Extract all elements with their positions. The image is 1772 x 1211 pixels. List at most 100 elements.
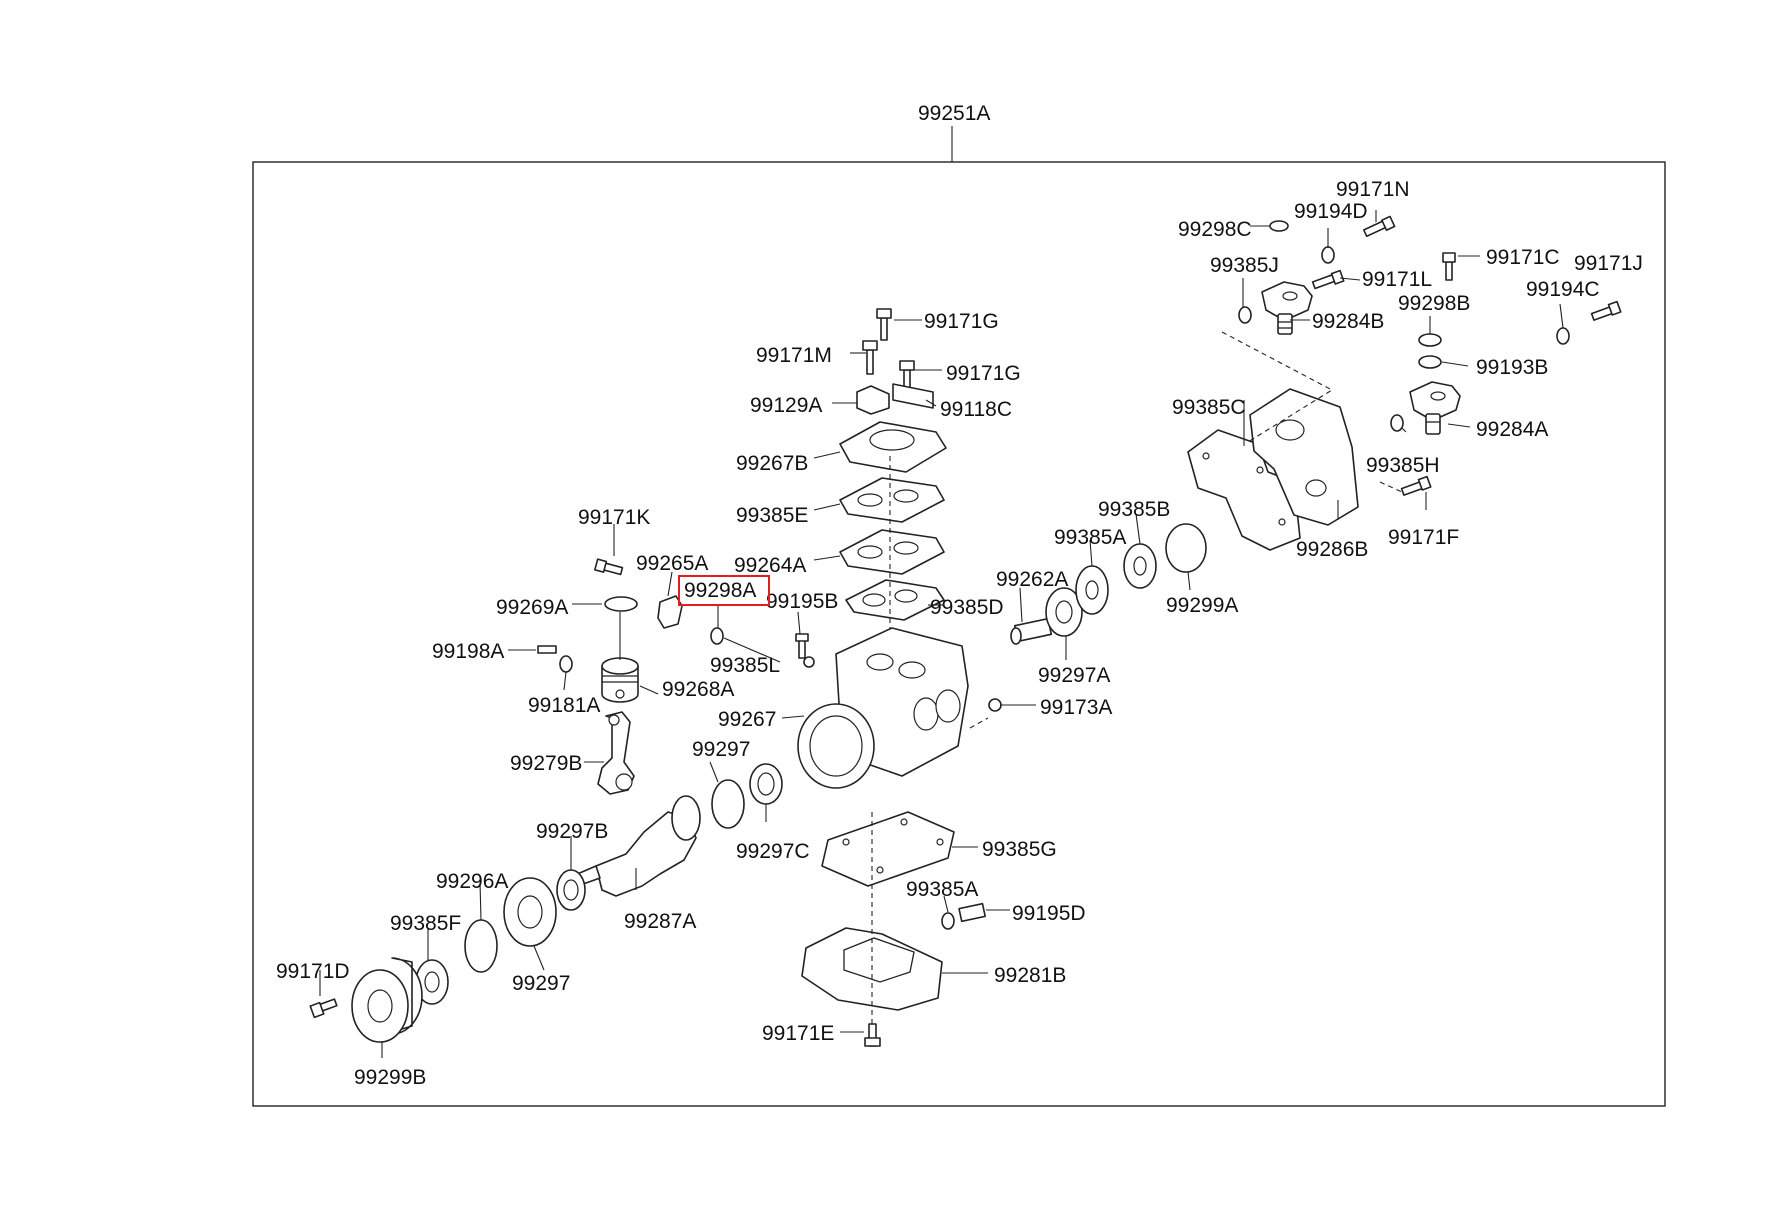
- label-99297B[interactable]: 99297B: [536, 820, 608, 843]
- gasket-99385E-hole-1: [857, 493, 883, 507]
- bolt-99171L: [1311, 269, 1345, 290]
- label-99171D[interactable]: 99171D: [276, 960, 350, 983]
- label-99171J[interactable]: 99171J: [1574, 252, 1643, 275]
- label-99296A[interactable]: 99296A: [436, 870, 508, 893]
- gasket-99385G-hole-3: [936, 838, 944, 846]
- head-99286B-port-2: [1305, 479, 1327, 497]
- label-99385G[interactable]: 99385G: [982, 838, 1057, 861]
- label-99194C[interactable]: 99194C: [1526, 278, 1600, 301]
- leader-lines: [319, 210, 1564, 1058]
- label-99279B[interactable]: 99279B: [510, 752, 582, 775]
- label-99264A[interactable]: 99264A: [734, 554, 806, 577]
- valve-plate-99264A-hole-2: [893, 541, 919, 555]
- bolt-99171G-top: [876, 308, 892, 341]
- label-99195D[interactable]: 99195D: [1012, 902, 1086, 925]
- label-99193B[interactable]: 99193B: [1476, 356, 1548, 379]
- label-99286B[interactable]: 99286B: [1296, 538, 1368, 561]
- crankcase-99267-bore-inner: [809, 715, 863, 777]
- label-99198A[interactable]: 99198A: [432, 640, 504, 663]
- label-99171E[interactable]: 99171E: [762, 1022, 834, 1045]
- label-99298C[interactable]: 99298C: [1178, 218, 1252, 241]
- oring-99385L: [803, 656, 815, 668]
- label-99297-bot[interactable]: 99297: [512, 972, 570, 995]
- plug-99195D: [958, 902, 986, 923]
- label-99385E[interactable]: 99385E: [736, 504, 808, 527]
- gasket-99385E: [839, 477, 945, 523]
- label-99385B[interactable]: 99385B: [1098, 498, 1170, 521]
- label-99298B[interactable]: 99298B: [1398, 292, 1470, 315]
- label-99297-top[interactable]: 99297: [692, 738, 750, 761]
- gasket-99385D-hole-2: [894, 589, 918, 603]
- label-99267B[interactable]: 99267B: [736, 452, 808, 475]
- label-99171C[interactable]: 99171C: [1486, 246, 1560, 269]
- label-99284A[interactable]: 99284A: [1476, 418, 1548, 441]
- clip-99181A: [559, 655, 573, 673]
- valve-plate-99264A-hole-1: [857, 545, 883, 559]
- label-99118C[interactable]: 99118C: [940, 398, 1012, 421]
- fitting-99284A-illustration: [1409, 381, 1461, 435]
- label-99299B[interactable]: 99299B: [354, 1066, 426, 1089]
- oring-99298B-1: [1418, 333, 1442, 347]
- label-99251A[interactable]: 99251A: [918, 102, 990, 125]
- seal-99299A: [1165, 523, 1207, 573]
- label-99385C[interactable]: 99385C: [1172, 396, 1246, 419]
- label-99385L[interactable]: 99385L: [710, 654, 780, 677]
- label-99269A[interactable]: 99269A: [496, 596, 568, 619]
- plug-99173A: [988, 698, 1002, 712]
- gasket-99385D: [845, 579, 945, 621]
- label-99297C[interactable]: 99297C: [736, 840, 810, 863]
- bolt-99171N: [1362, 215, 1396, 238]
- label-99268A[interactable]: 99268A: [662, 678, 734, 701]
- label-99171G-mid[interactable]: 99171G: [946, 362, 1021, 385]
- label-99265A[interactable]: 99265A: [636, 552, 708, 575]
- label-99385A-top[interactable]: 99385A: [1054, 526, 1126, 549]
- plate-99385B: [1123, 543, 1157, 589]
- label-99267[interactable]: 99267: [718, 708, 776, 731]
- guide-line-right: [1379, 481, 1403, 493]
- gasket-99385G-hole-2: [900, 818, 908, 826]
- cover-99299B: [351, 957, 423, 1043]
- label-99194D[interactable]: 99194D: [1294, 200, 1368, 223]
- label-99385J[interactable]: 99385J: [1210, 254, 1279, 277]
- label-99284B[interactable]: 99284B: [1312, 310, 1384, 333]
- conrod-99279B: [597, 711, 635, 795]
- gasket-99385C: [1187, 429, 1301, 551]
- guide-line-99173A: [969, 717, 989, 729]
- pin-99198A: [537, 645, 557, 654]
- label-99298A[interactable]: 99298A: [684, 579, 756, 602]
- label-99297A[interactable]: 99297A: [1038, 664, 1110, 687]
- label-99171G-top[interactable]: 99171G: [924, 310, 999, 333]
- label-99385F[interactable]: 99385F: [390, 912, 461, 935]
- label-99281B[interactable]: 99281B: [994, 964, 1066, 987]
- label-99262A[interactable]: 99262A: [996, 568, 1068, 591]
- label-99385A-bot[interactable]: 99385A: [906, 878, 978, 901]
- label-99171F[interactable]: 99171F: [1388, 526, 1459, 549]
- label-99171K[interactable]: 99171K: [578, 506, 650, 529]
- oring-99194C: [1556, 327, 1570, 345]
- label-99287A[interactable]: 99287A: [624, 910, 696, 933]
- assembly-frame: [252, 161, 1666, 1107]
- label-99385H[interactable]: 99385H: [1366, 454, 1440, 477]
- piston-99268A: [601, 657, 639, 703]
- plate-99265A: [657, 595, 683, 629]
- gasket-99385G-hole-4: [876, 866, 884, 874]
- label-99129A[interactable]: 99129A: [750, 394, 822, 417]
- bearing-99297C: [749, 763, 783, 805]
- label-99299A[interactable]: 99299A: [1166, 594, 1238, 617]
- bolt-99171E: [864, 1023, 881, 1047]
- bolt-99171C: [1442, 252, 1456, 281]
- label-99385D[interactable]: 99385D: [930, 596, 1004, 619]
- label-99171N[interactable]: 99171N: [1336, 178, 1410, 201]
- label-99171M[interactable]: 99171M: [756, 344, 832, 367]
- label-99171L[interactable]: 99171L: [1362, 268, 1432, 291]
- label-99173A[interactable]: 99173A: [1040, 696, 1112, 719]
- ring-99296A: [464, 919, 498, 973]
- guide-line-top-right: [1221, 331, 1334, 443]
- bearing-99297-bot: [503, 877, 557, 947]
- label-99195B[interactable]: 99195B: [766, 590, 838, 613]
- bracket-99118C: [892, 383, 934, 409]
- oring-99298C: [1269, 220, 1289, 232]
- label-99181A[interactable]: 99181A: [528, 694, 600, 717]
- ring-99269A: [604, 596, 638, 612]
- head-99286B-port-1: [1275, 419, 1305, 441]
